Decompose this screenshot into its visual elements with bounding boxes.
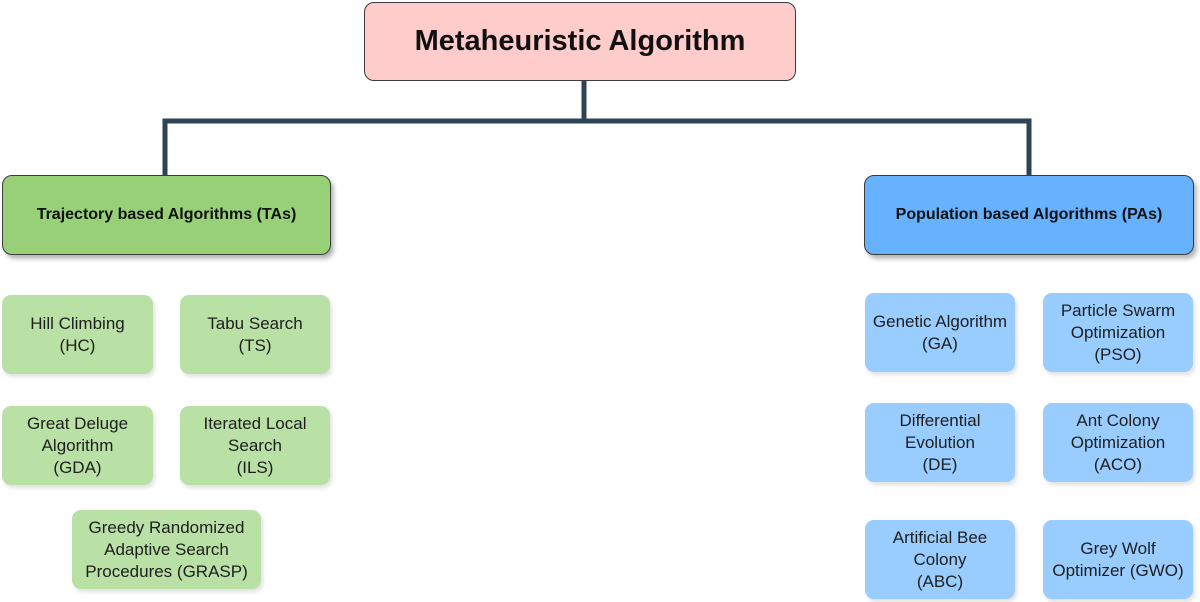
algorithm-node-differential-evolution: Differential Evolution (DE) bbox=[865, 403, 1015, 482]
algorithm-node-tabu-search: Tabu Search (TS) bbox=[180, 295, 330, 374]
algorithm-node-hill-climbing: Hill Climbing (HC) bbox=[2, 295, 153, 374]
algorithm-node-artificial-bee-colony: Artificial Bee Colony (ABC) bbox=[865, 520, 1015, 599]
algorithm-node-grasp: Greedy Randomized Adaptive Search Proced… bbox=[72, 510, 261, 589]
algorithm-node-iterated-local-search: Iterated Local Search (ILS) bbox=[180, 406, 330, 485]
root-node-metaheuristic-algorithm: Metaheuristic Algorithm bbox=[364, 2, 796, 81]
algorithm-node-grey-wolf-optimizer: Grey Wolf Optimizer (GWO) bbox=[1043, 520, 1193, 599]
algorithm-node-particle-swarm-optimization: Particle Swarm Optimization (PSO) bbox=[1043, 293, 1193, 372]
algorithm-node-ant-colony-optimization: Ant Colony Optimization (ACO) bbox=[1043, 403, 1193, 482]
algorithm-node-genetic-algorithm: Genetic Algorithm (GA) bbox=[865, 293, 1015, 372]
category-population-based-algorithms: Population based Algorithms (PAs) bbox=[864, 175, 1194, 255]
algorithm-node-great-deluge: Great Deluge Algorithm (GDA) bbox=[2, 406, 153, 485]
category-trajectory-based-algorithms: Trajectory based Algorithms (TAs) bbox=[2, 175, 331, 255]
root-to-categories-connector bbox=[162, 81, 1032, 175]
